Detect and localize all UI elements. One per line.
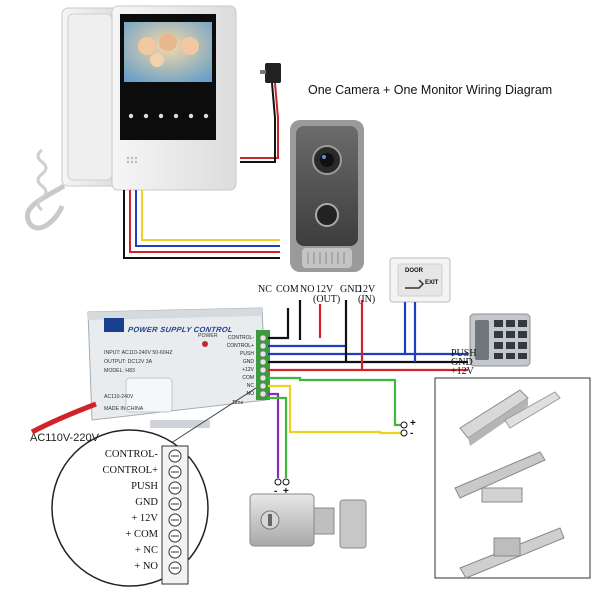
zoom-terminal-label: + NO	[134, 561, 158, 572]
diagram-title: One Camera + One Monitor Wiring Diagram	[308, 83, 553, 97]
lock-minus: -	[410, 428, 414, 439]
psu-terminal-label: COM	[242, 375, 254, 381]
zoom-terminal-label: CONTROL-	[104, 449, 158, 460]
power-supply-unit	[87, 307, 270, 428]
terminal-zoom-callout	[51, 387, 257, 587]
zoom-terminal-label: GND	[135, 497, 158, 508]
magnetic-lock-icon	[459, 389, 561, 446]
zoom-terminal-label: PUSH	[131, 481, 158, 492]
psu-power-label: POWER	[198, 333, 218, 339]
psu-terminal-label: GND	[242, 359, 254, 365]
psu-input: INPUT: AC110-240V 50-60HZ	[104, 350, 173, 356]
keypad-icon	[469, 313, 531, 367]
ac-power-cable	[30, 401, 97, 435]
psu-wiring	[268, 300, 468, 478]
exit-exit-label: EXIT	[425, 280, 439, 286]
zoom-terminal-label: + NC	[134, 545, 158, 556]
intercom-monitor-icon	[24, 5, 237, 231]
monitor-camera-cables	[123, 190, 280, 259]
zoom-terminal-label: + COM	[125, 529, 158, 540]
term-nc: NC	[258, 284, 272, 295]
zoom-terminal-label: + 12V	[131, 513, 158, 524]
lock-plus: +	[410, 418, 416, 429]
keypad-push: PUSH	[451, 348, 477, 359]
lock-options-panel	[434, 377, 591, 579]
psu-terminal-label: NO	[246, 391, 255, 397]
power-adapter-icon	[240, 63, 281, 163]
psu-terminal-label: CONTROL+	[226, 343, 254, 349]
term-no: NO	[300, 284, 315, 295]
keypad-12v: +12V	[451, 366, 474, 377]
electric-lock-icon	[249, 493, 367, 549]
term-in: (IN)	[358, 294, 376, 305]
elock-minus: -	[274, 486, 278, 497]
term-gnd: GND	[340, 284, 362, 295]
ac-voltage-label: AC110V-220V	[30, 432, 99, 444]
psu-terminal-label: PUSH	[240, 351, 254, 357]
keypad-gnd: GND	[451, 357, 473, 368]
psu-made: MADE IN CHINA	[104, 406, 144, 412]
zoom-terminal-label: CONTROL+	[102, 465, 158, 476]
psu-terminal-label: NC	[246, 383, 254, 389]
electric-strike-icon	[454, 451, 565, 579]
elock-plus: +	[283, 486, 289, 497]
term-12v-in: 12V	[358, 284, 376, 295]
term-out: (OUT)	[313, 294, 341, 305]
psu-side-label: AC110-240V	[104, 394, 134, 400]
door-camera-icon	[290, 120, 364, 272]
wire-terminal-rings	[274, 421, 408, 486]
psu-time: Time	[232, 400, 244, 406]
psu-terminal-label: +12V	[242, 367, 254, 373]
psu-terminal-label: CONTROL-	[227, 335, 254, 341]
exit-button-icon	[389, 257, 451, 303]
exit-door-label: DOOR	[405, 268, 423, 274]
term-12v-out: 12V	[316, 284, 334, 295]
psu-output: OUTPUT: DC12V 3A	[104, 359, 153, 365]
term-com: COM	[276, 284, 299, 295]
psu-model: MODEL: H83	[104, 368, 135, 374]
